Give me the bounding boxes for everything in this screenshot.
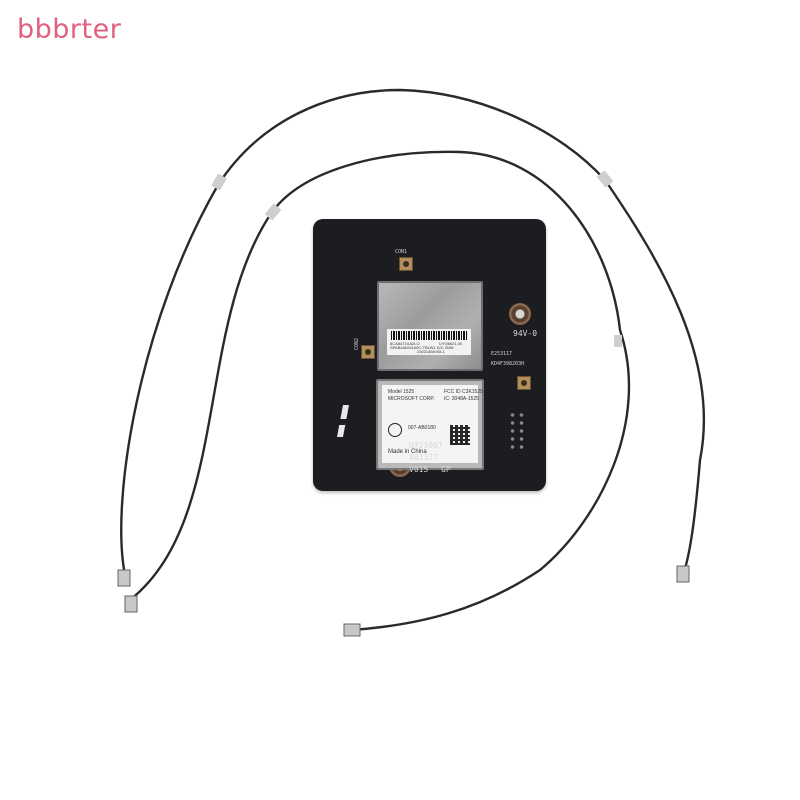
label-line: SPAB4AMV4A0C-TBLW1 D/C 2NW — [390, 345, 454, 350]
fcc-text: FCC ID C3K1525 — [444, 389, 483, 395]
maker-logo-icon — [337, 405, 349, 437]
con2-label: CON2 — [354, 337, 361, 351]
ufl-connector-icon — [117, 569, 131, 587]
wifi-board: CON1 CON2 6CA8471XA2LO UYO6621.00 SPAB4A… — [313, 219, 546, 491]
made-in-text: Made in China — [388, 449, 427, 455]
model-text: Model 1525 — [388, 389, 415, 395]
pcb-bottom1: U721007 — [409, 441, 443, 450]
cert-text: 007-AB0180 — [408, 425, 436, 431]
ufl-connector-icon — [124, 595, 138, 613]
barcode-label: 6CA8471XA2LO UYO6621.00 SPAB4AMV4A0C-TBL… — [387, 329, 471, 355]
screw-top — [509, 303, 531, 325]
cable-outer — [120, 88, 706, 576]
watermark: bbbrter — [17, 14, 122, 45]
clip-icon — [596, 170, 614, 188]
pcb-bottom4: GP — [441, 465, 451, 474]
label-line: UYO6621.00 — [439, 341, 463, 346]
pcb-bottom3: V015 — [409, 465, 429, 474]
pcb-bottom2: 801377 — [409, 453, 438, 462]
cable-inner — [129, 150, 631, 632]
test-pads — [508, 411, 526, 453]
antenna-connector-3 — [517, 376, 531, 390]
clip-icon — [614, 335, 622, 347]
clip-icon — [211, 173, 227, 191]
ufl-connector-icon — [676, 565, 690, 583]
maker-text: MICROSOFT CORP. — [388, 396, 435, 402]
wifi-module: Model 1525 MICROSOFT CORP. FCC ID C3K152… — [376, 379, 484, 470]
con1-label: CON1 — [395, 249, 408, 255]
cert-mark-icon — [388, 423, 402, 437]
module-label: Model 1525 MICROSOFT CORP. FCC ID C3K152… — [382, 385, 483, 463]
pcb-code1: E253117 — [491, 351, 513, 357]
antenna-connector-con2 — [361, 345, 375, 359]
clip-icon — [264, 203, 282, 221]
ufl-connector-icon — [343, 623, 361, 637]
barcode-icon — [391, 331, 467, 340]
label-line: 6CA8471XA2LO — [390, 341, 420, 346]
label-line: 23021458:00L1 — [417, 349, 445, 354]
antenna-connector-con1 — [399, 257, 413, 271]
datamatrix-icon — [450, 425, 470, 445]
rf-shield-module: 6CA8471XA2LO UYO6621.00 SPAB4AMV4A0C-TBL… — [377, 281, 483, 371]
pcb-code2: KD4F398203H — [491, 361, 525, 367]
ic-text: IC: 3048A-1525 — [444, 396, 480, 402]
pcb-rating: 94V-0 — [513, 329, 538, 338]
